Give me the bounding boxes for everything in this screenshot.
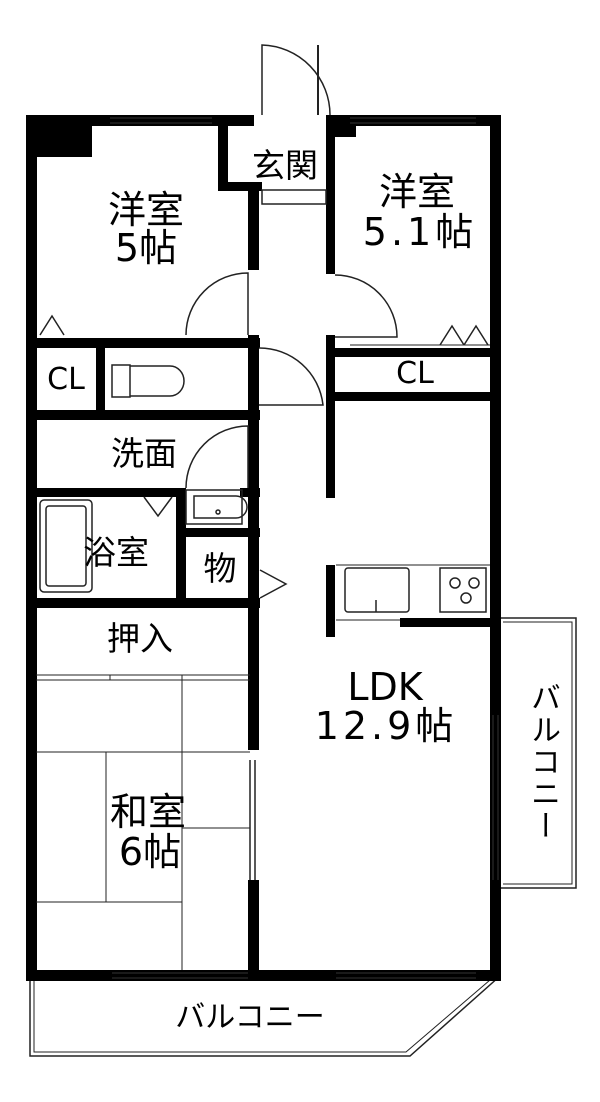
side-balcony-label: バルコニー (525, 682, 560, 842)
oshiire-label: 押入 (107, 619, 173, 658)
ldk-size: 12.9帖 (314, 704, 458, 748)
washbasin-fixture (185, 489, 243, 525)
kitchen-sink (344, 567, 410, 613)
entrance-door (261, 44, 331, 116)
bottom-balcony-label: バルコニー (175, 1000, 325, 1035)
walls (26, 115, 501, 981)
western-room-1-name: 洋室 (107, 188, 184, 232)
mono-label: 物 (203, 549, 237, 588)
senmen-label: 洗面 (111, 434, 177, 473)
closet-left-label: CL (47, 362, 85, 397)
bathtub-fixture (39, 499, 93, 593)
western-room-2-name: 洋室 (378, 170, 455, 214)
cooktop (439, 567, 487, 613)
bottom-balcony-outline (29, 975, 501, 1057)
washitsu-name: 和室 (109, 790, 186, 834)
genkan-label: 玄関 (252, 146, 318, 185)
toilet-fixture (111, 364, 131, 398)
side-balcony-outline (500, 617, 577, 889)
yokushitsu-label: 浴室 (83, 533, 149, 572)
western-room-2-size: 5.1帖 (362, 210, 478, 254)
western-room-1-size: 5帖 (114, 226, 178, 270)
ldk-name: LDK (347, 665, 423, 709)
closet-right-label: CL (396, 356, 434, 391)
washitsu-size: 6帖 (118, 830, 182, 874)
